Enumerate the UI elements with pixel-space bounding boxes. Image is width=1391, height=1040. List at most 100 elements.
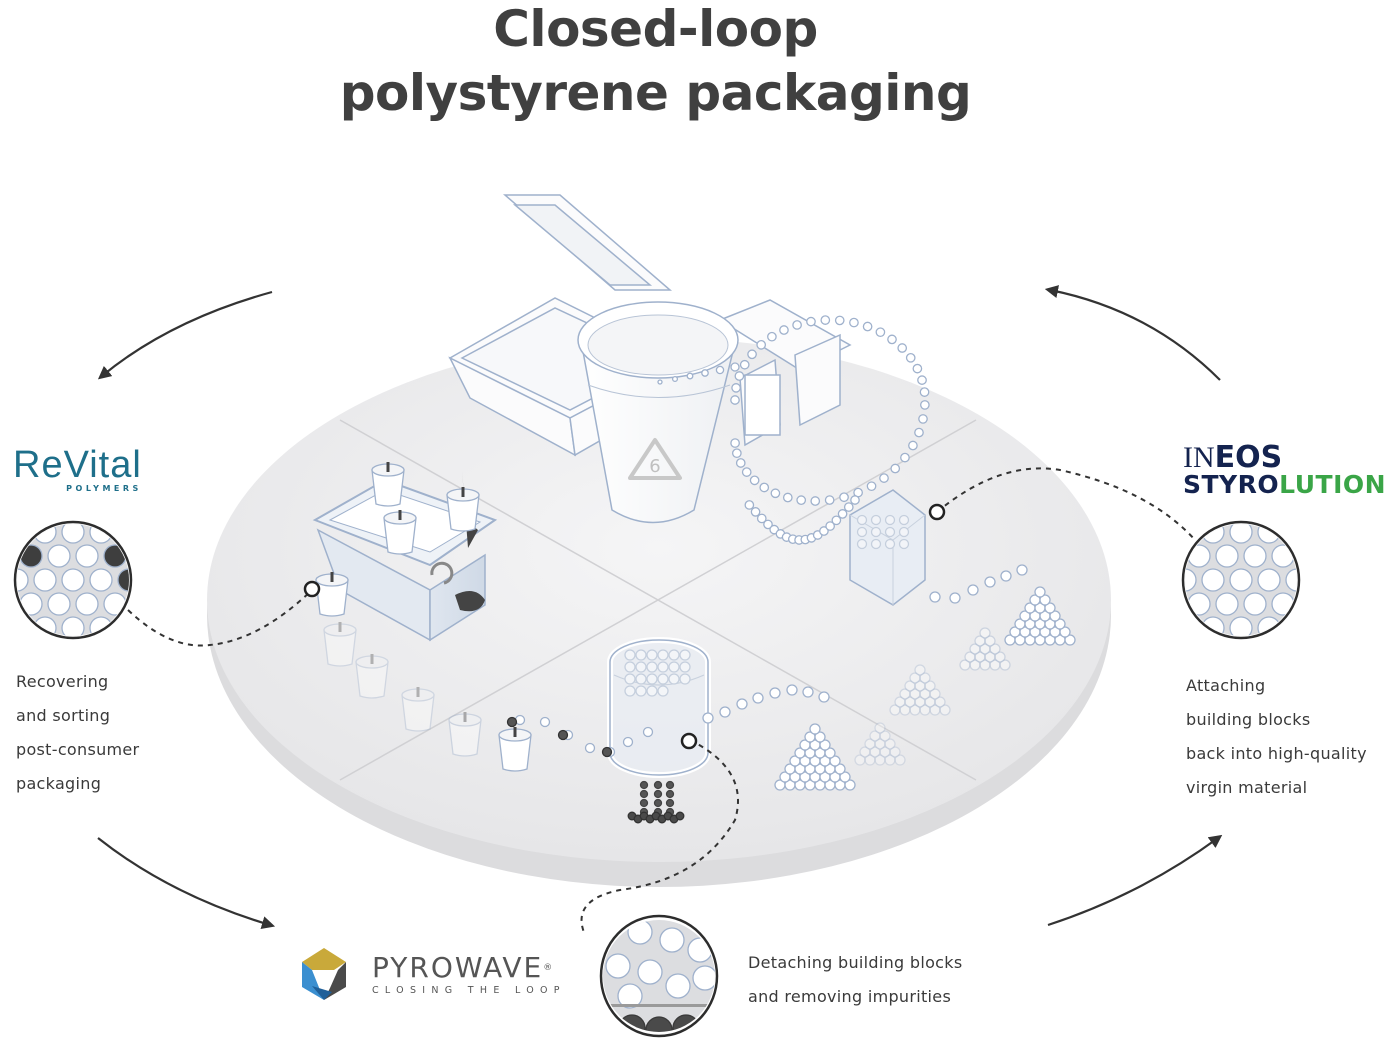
separated-monomers-icon xyxy=(599,914,719,1038)
reactor-bead xyxy=(646,649,658,661)
small-cup xyxy=(323,622,357,667)
monomer-atom xyxy=(627,920,653,945)
pellet xyxy=(979,627,991,639)
pellet xyxy=(1034,586,1046,598)
pellet xyxy=(864,754,876,766)
recycle-arrows-icon xyxy=(430,561,454,585)
monomer-atom xyxy=(1243,544,1267,568)
monomer-bead xyxy=(730,395,740,405)
pellet xyxy=(819,739,831,751)
pellet xyxy=(909,704,921,716)
chain-bead xyxy=(786,684,798,696)
monomer-atom xyxy=(117,616,129,636)
monomer-atom xyxy=(1185,616,1197,636)
pellet xyxy=(869,746,881,758)
monomer-bead xyxy=(657,379,663,385)
description-line: virgin material xyxy=(1186,778,1308,797)
impurity xyxy=(665,780,675,790)
pellet xyxy=(904,680,916,692)
reactor-bead xyxy=(679,649,691,661)
node-detaching xyxy=(680,732,698,750)
pellet xyxy=(979,643,991,655)
reactor-bead xyxy=(624,685,636,697)
recycling-bin xyxy=(312,470,498,642)
description-line: post-consumer xyxy=(16,740,140,759)
impurity-bead xyxy=(557,729,569,741)
reactor-bead xyxy=(657,649,669,661)
monomer-atom xyxy=(160,593,182,615)
monomer-atom xyxy=(1185,524,1197,544)
monomer-bead xyxy=(905,352,916,363)
unit-bead xyxy=(884,538,896,550)
connector-recovery xyxy=(127,589,313,647)
pellet xyxy=(924,696,936,708)
monomer-atom xyxy=(1201,616,1225,636)
monomer-atom xyxy=(160,545,182,567)
monomer-bead xyxy=(686,372,694,380)
monomer-bead xyxy=(730,438,740,448)
monomer-bead xyxy=(831,515,842,526)
monomer-atom xyxy=(1160,497,1182,519)
monomer-atom xyxy=(617,983,643,1009)
pellet xyxy=(814,731,826,743)
revital-logo: ReVital POLYMERS xyxy=(13,446,142,493)
monomer-bead xyxy=(770,488,781,499)
pellet xyxy=(899,688,911,700)
monomer-atom xyxy=(1257,524,1281,544)
arrow-bottom-right xyxy=(1047,834,1223,927)
small-cup xyxy=(371,462,405,507)
monomer-atom xyxy=(665,973,691,999)
pellet xyxy=(809,723,821,735)
monomer-atom xyxy=(20,497,42,519)
monomer-bead xyxy=(715,365,725,375)
pellet xyxy=(969,643,981,655)
monomer-atom xyxy=(104,641,126,663)
monomer-atom xyxy=(1272,497,1294,519)
monomer-atom xyxy=(1229,616,1253,636)
step-recovery-description: Recovering and sorting post-consumer pac… xyxy=(16,665,139,801)
monomer-atom xyxy=(1146,617,1168,639)
impurity xyxy=(639,789,649,799)
monomer-atom xyxy=(1257,616,1281,636)
reactor-bead xyxy=(679,673,691,685)
chain-bead xyxy=(702,712,714,724)
pellet xyxy=(864,738,876,750)
monomer-atom xyxy=(1328,497,1350,519)
reactor-bead xyxy=(679,661,691,673)
pellet xyxy=(909,672,921,684)
monomer-bead xyxy=(908,440,918,451)
chain-bead xyxy=(752,692,764,704)
description-line: building blocks xyxy=(1186,710,1311,729)
chain-bead xyxy=(719,706,731,718)
reactor-bead xyxy=(624,649,636,661)
monomer-bead xyxy=(741,467,752,477)
monomer-atom xyxy=(692,965,715,991)
monomer-bead xyxy=(806,316,816,327)
monomer-atom xyxy=(1300,593,1322,615)
monomer-bead xyxy=(759,482,770,493)
monomer-atom xyxy=(659,927,685,953)
monomer-atom xyxy=(33,568,57,592)
reactor-bead xyxy=(635,685,647,697)
cycle-arrows xyxy=(97,285,1223,930)
monomer-atom xyxy=(1243,592,1267,616)
monomer-atom xyxy=(1314,569,1336,591)
styrolution-part-b: LUTION xyxy=(1279,470,1387,499)
monomer-atom xyxy=(61,568,85,592)
monomer-atom xyxy=(1215,544,1239,568)
monomer-bead xyxy=(671,375,679,383)
monomer-bead xyxy=(756,339,767,350)
monomer-atom xyxy=(47,592,71,616)
monomer-bead xyxy=(749,475,760,486)
impurity xyxy=(639,780,649,790)
description-line: Recovering xyxy=(16,672,109,691)
monomer-atom xyxy=(0,593,14,615)
chain-bead xyxy=(967,584,979,596)
registered-mark: ® xyxy=(543,963,553,973)
monomer-atom xyxy=(160,641,182,663)
monomer-atom xyxy=(1216,497,1238,519)
pellet xyxy=(964,651,976,663)
monomer-bead xyxy=(900,452,910,463)
monomer-atom xyxy=(1314,617,1336,639)
impurity-atom xyxy=(76,497,98,519)
